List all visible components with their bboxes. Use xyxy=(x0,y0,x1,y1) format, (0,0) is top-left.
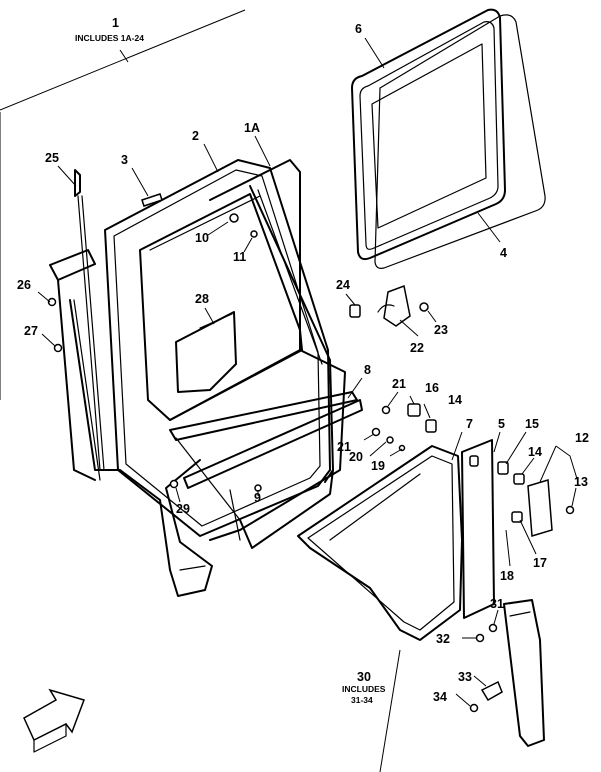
latch-part-22 xyxy=(377,284,411,327)
callout-30: 30 xyxy=(357,670,371,684)
callout-27: 27 xyxy=(24,324,38,338)
callout-11: 11 xyxy=(233,250,246,264)
callout-34: 34 xyxy=(433,690,447,704)
callout-10: 10 xyxy=(195,231,209,245)
callout-19: 19 xyxy=(371,459,385,473)
callout-14b: 14 xyxy=(528,445,542,459)
callout-4: 4 xyxy=(500,246,507,260)
callout-24: 24 xyxy=(336,278,350,292)
callout-7: 7 xyxy=(466,417,473,431)
callout-16: 16 xyxy=(425,381,439,395)
lower-door-panel-part-7 xyxy=(297,445,463,641)
callout-26: 26 xyxy=(17,278,31,292)
callout-31: 31 xyxy=(490,597,504,611)
callout-23: 23 xyxy=(434,323,448,337)
callout-33: 33 xyxy=(458,670,472,684)
callout-1A: 1A xyxy=(244,121,260,135)
latch-block-part-24 xyxy=(349,304,361,318)
callout-21b: 21 xyxy=(337,440,351,454)
callout-30-includes: INCLUDES xyxy=(342,684,386,694)
callout-2: 2 xyxy=(192,129,199,143)
callout-28: 28 xyxy=(195,292,209,306)
hinge-part-12 xyxy=(527,479,553,537)
callout-14a: 14 xyxy=(448,393,462,407)
callout-25: 25 xyxy=(45,151,59,165)
cross-bar-part-8 xyxy=(169,391,363,521)
callout-32: 32 xyxy=(436,632,450,646)
callout-30-range: 31-34 xyxy=(351,695,373,705)
screw-part-23 xyxy=(419,302,429,312)
window-glass-part-4 xyxy=(374,14,546,269)
assembly-bracket-1 xyxy=(0,9,246,400)
callout-29: 29 xyxy=(176,502,190,516)
panel-part-28 xyxy=(175,311,237,393)
rod-part-25 xyxy=(74,169,105,471)
assembly-bracket-30 xyxy=(379,649,401,772)
callout-21a: 21 xyxy=(392,377,406,391)
left-support-post xyxy=(49,249,213,597)
hardware-parts-14-17 xyxy=(407,403,525,523)
callout-1: 1 xyxy=(112,16,119,30)
callout-18: 18 xyxy=(500,569,514,583)
callout-labels: 1 INCLUDES 1A-24 1A 2 3 4 5 6 7 8 9 10 1… xyxy=(17,16,589,705)
window-seal-part-6 xyxy=(351,8,506,261)
callout-20: 20 xyxy=(349,450,363,464)
frame-assembly-part-1A xyxy=(149,159,346,549)
callout-13: 13 xyxy=(574,475,588,489)
front-direction-arrow-icon xyxy=(23,688,85,753)
fasteners-parts-19-21 xyxy=(371,405,575,515)
callout-5: 5 xyxy=(498,417,505,431)
plate-part-5 xyxy=(461,439,495,619)
callout-8: 8 xyxy=(364,363,371,377)
bracket-assembly-part-30 xyxy=(469,599,545,747)
callout-12: 12 xyxy=(575,431,589,445)
callout-9: 9 xyxy=(254,491,261,505)
callout-17: 17 xyxy=(533,556,547,570)
callout-6: 6 xyxy=(355,22,362,36)
callout-22: 22 xyxy=(410,341,424,355)
callout-1-includes: INCLUDES 1A-24 xyxy=(75,33,144,43)
callout-15: 15 xyxy=(525,417,539,431)
callout-leaders xyxy=(37,37,579,707)
callout-3: 3 xyxy=(121,153,128,167)
